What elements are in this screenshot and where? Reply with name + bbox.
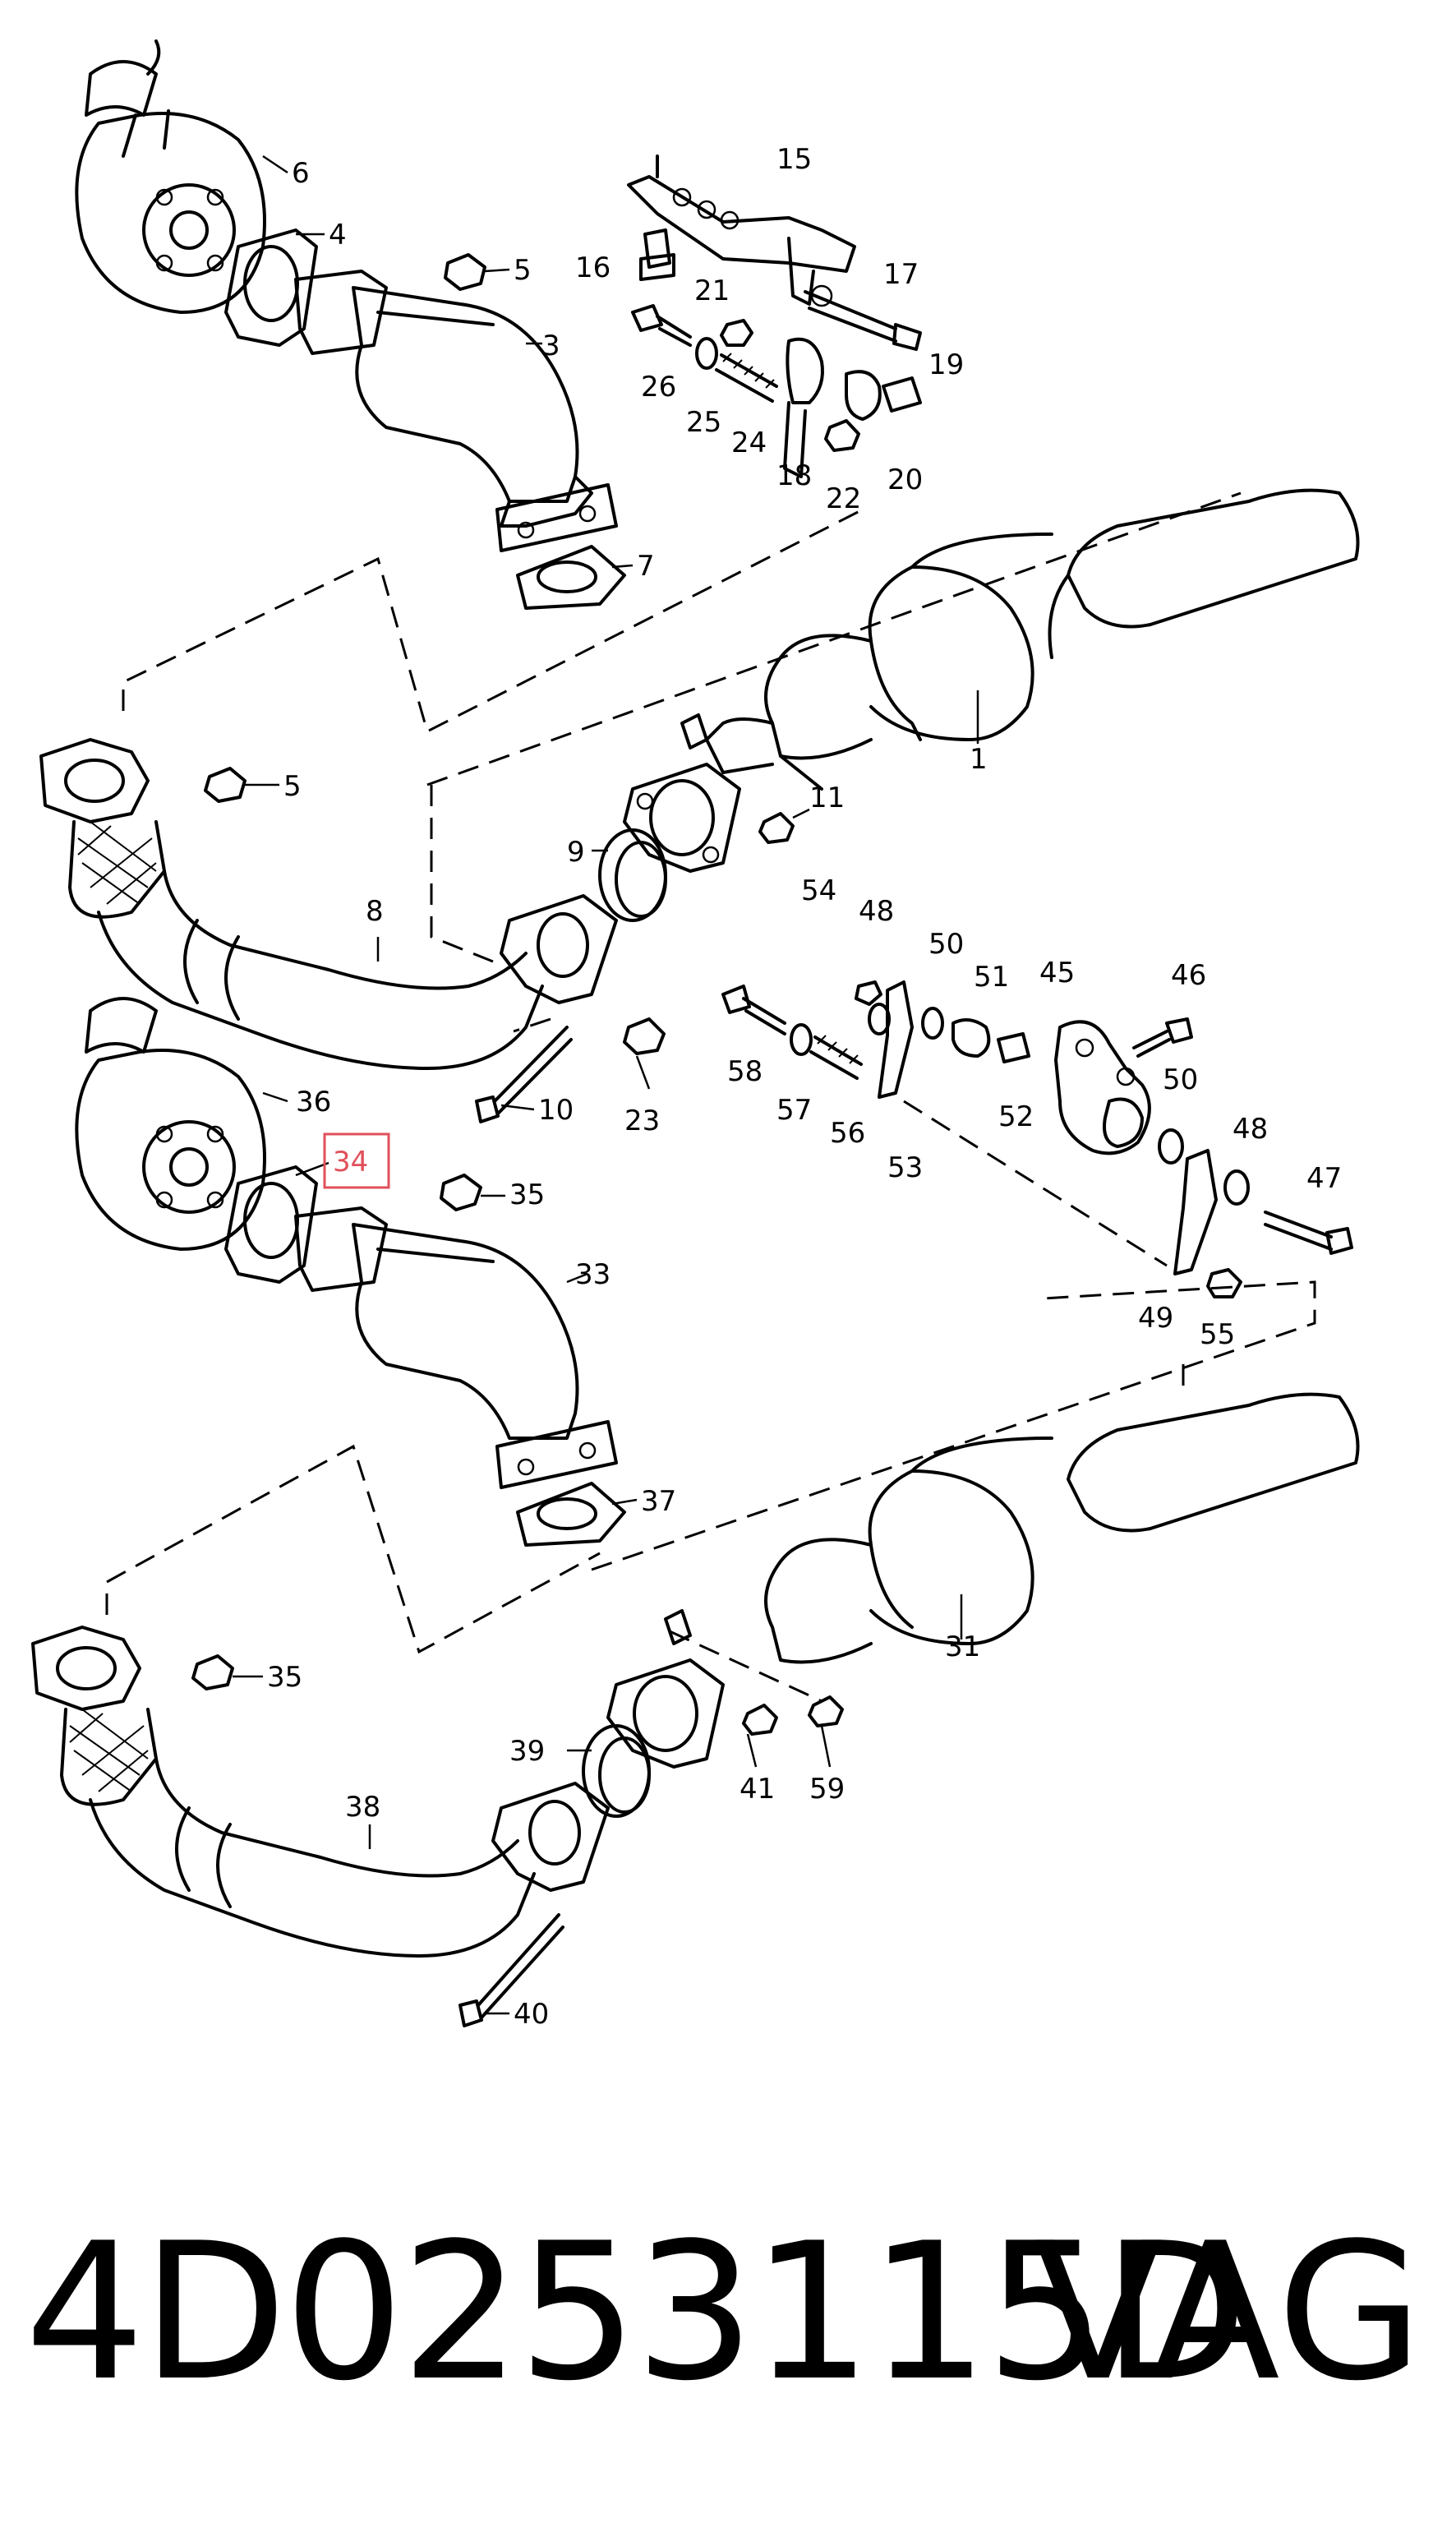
callout-19: 19 [928, 348, 964, 381]
callout-49: 49 [1138, 1302, 1173, 1335]
gasket-7 [516, 545, 626, 610]
callout-48: 48 [859, 895, 894, 928]
callout-3: 3 [542, 330, 560, 362]
turbocharger-lower [75, 997, 266, 1251]
callout-15: 15 [776, 143, 812, 176]
callout-58: 58 [727, 1055, 763, 1088]
callout-50: 50 [1163, 1063, 1198, 1096]
callout-4: 4 [329, 219, 347, 251]
callout-56: 56 [830, 1117, 865, 1150]
callout-33: 33 [575, 1258, 611, 1291]
callout-6: 6 [292, 157, 310, 190]
callout-numbers: 1 3 4 5 5 6 7 8 9 10 11 15 16 17 18 19 2… [267, 143, 1342, 2031]
nut-35-upper [440, 1174, 482, 1211]
callout-21: 21 [694, 274, 730, 307]
callout-52: 52 [998, 1100, 1034, 1133]
flange-9-assembly [598, 763, 795, 922]
callout-50: 50 [928, 928, 964, 961]
catalytic-converter-31 [664, 1392, 1360, 1664]
callout-48: 48 [1233, 1113, 1268, 1146]
callout-5: 5 [283, 770, 302, 803]
highlight-box-34 [323, 1132, 390, 1189]
leader-lines [233, 155, 979, 2015]
callout-10: 10 [538, 1094, 574, 1127]
part-number-label: 4D0253115D [25, 2203, 1248, 2423]
callout-41: 41 [740, 1773, 775, 1806]
catalytic-converter-3 [294, 270, 618, 552]
gasket-34 [224, 1165, 318, 1284]
callout-57: 57 [776, 1094, 812, 1127]
front-pipe-38 [31, 1626, 610, 2027]
callout-25: 25 [686, 406, 721, 439]
upper-assembly [39, 39, 1360, 1298]
callout-38: 38 [345, 1791, 380, 1824]
callout-59: 59 [809, 1773, 845, 1806]
callout-36: 36 [296, 1086, 331, 1118]
callout-9: 9 [567, 836, 585, 869]
exhaust-parts-diagram: 1 3 4 5 5 6 7 8 9 10 11 15 16 17 18 19 2… [31, 39, 1360, 2031]
callout-37: 37 [641, 1485, 676, 1518]
lower-assembly [31, 997, 1360, 2027]
callout-35: 35 [509, 1178, 545, 1211]
callout-40: 40 [514, 1998, 549, 2031]
callout-8: 8 [366, 895, 384, 928]
callout-16: 16 [575, 251, 611, 284]
callout-51: 51 [974, 961, 1009, 994]
dashed-connections-lower [105, 1280, 1316, 1654]
brand-label: VAG [1033, 2203, 1423, 2423]
bracket-15-assembly [627, 155, 922, 478]
hanger-45-group [721, 980, 1353, 1298]
callout-20: 20 [887, 464, 923, 496]
callout-55: 55 [1200, 1318, 1235, 1351]
callout-17: 17 [883, 258, 919, 291]
callout-34: 34 [333, 1146, 368, 1178]
callout-18: 18 [776, 459, 812, 492]
callout-39: 39 [509, 1735, 545, 1768]
callout-35: 35 [267, 1661, 302, 1694]
callout-22: 22 [826, 482, 861, 515]
callout-23: 23 [624, 1105, 660, 1137]
callout-11: 11 [809, 782, 845, 814]
callout-26: 26 [641, 371, 676, 404]
turbocharger-upper [75, 39, 266, 314]
callout-45: 45 [1039, 957, 1075, 989]
callout-46: 46 [1171, 959, 1206, 992]
nut-5-upper [444, 253, 486, 291]
callout-7: 7 [637, 550, 655, 583]
callout-53: 53 [887, 1151, 923, 1184]
callout-54: 54 [801, 874, 836, 907]
gasket-4 [224, 228, 318, 347]
callout-31: 31 [945, 1630, 980, 1663]
catalytic-converter-1 [680, 488, 1360, 791]
callout-47: 47 [1306, 1162, 1342, 1195]
dashed-connections-upper [122, 491, 1242, 1033]
gasket-37 [516, 1482, 626, 1547]
front-pipe-8 [39, 738, 666, 1123]
callout-1: 1 [970, 743, 988, 776]
callout-5: 5 [514, 254, 532, 287]
callout-24: 24 [731, 427, 767, 459]
flange-39-assembly [582, 1630, 844, 1818]
catalytic-converter-33 [294, 1206, 618, 1489]
